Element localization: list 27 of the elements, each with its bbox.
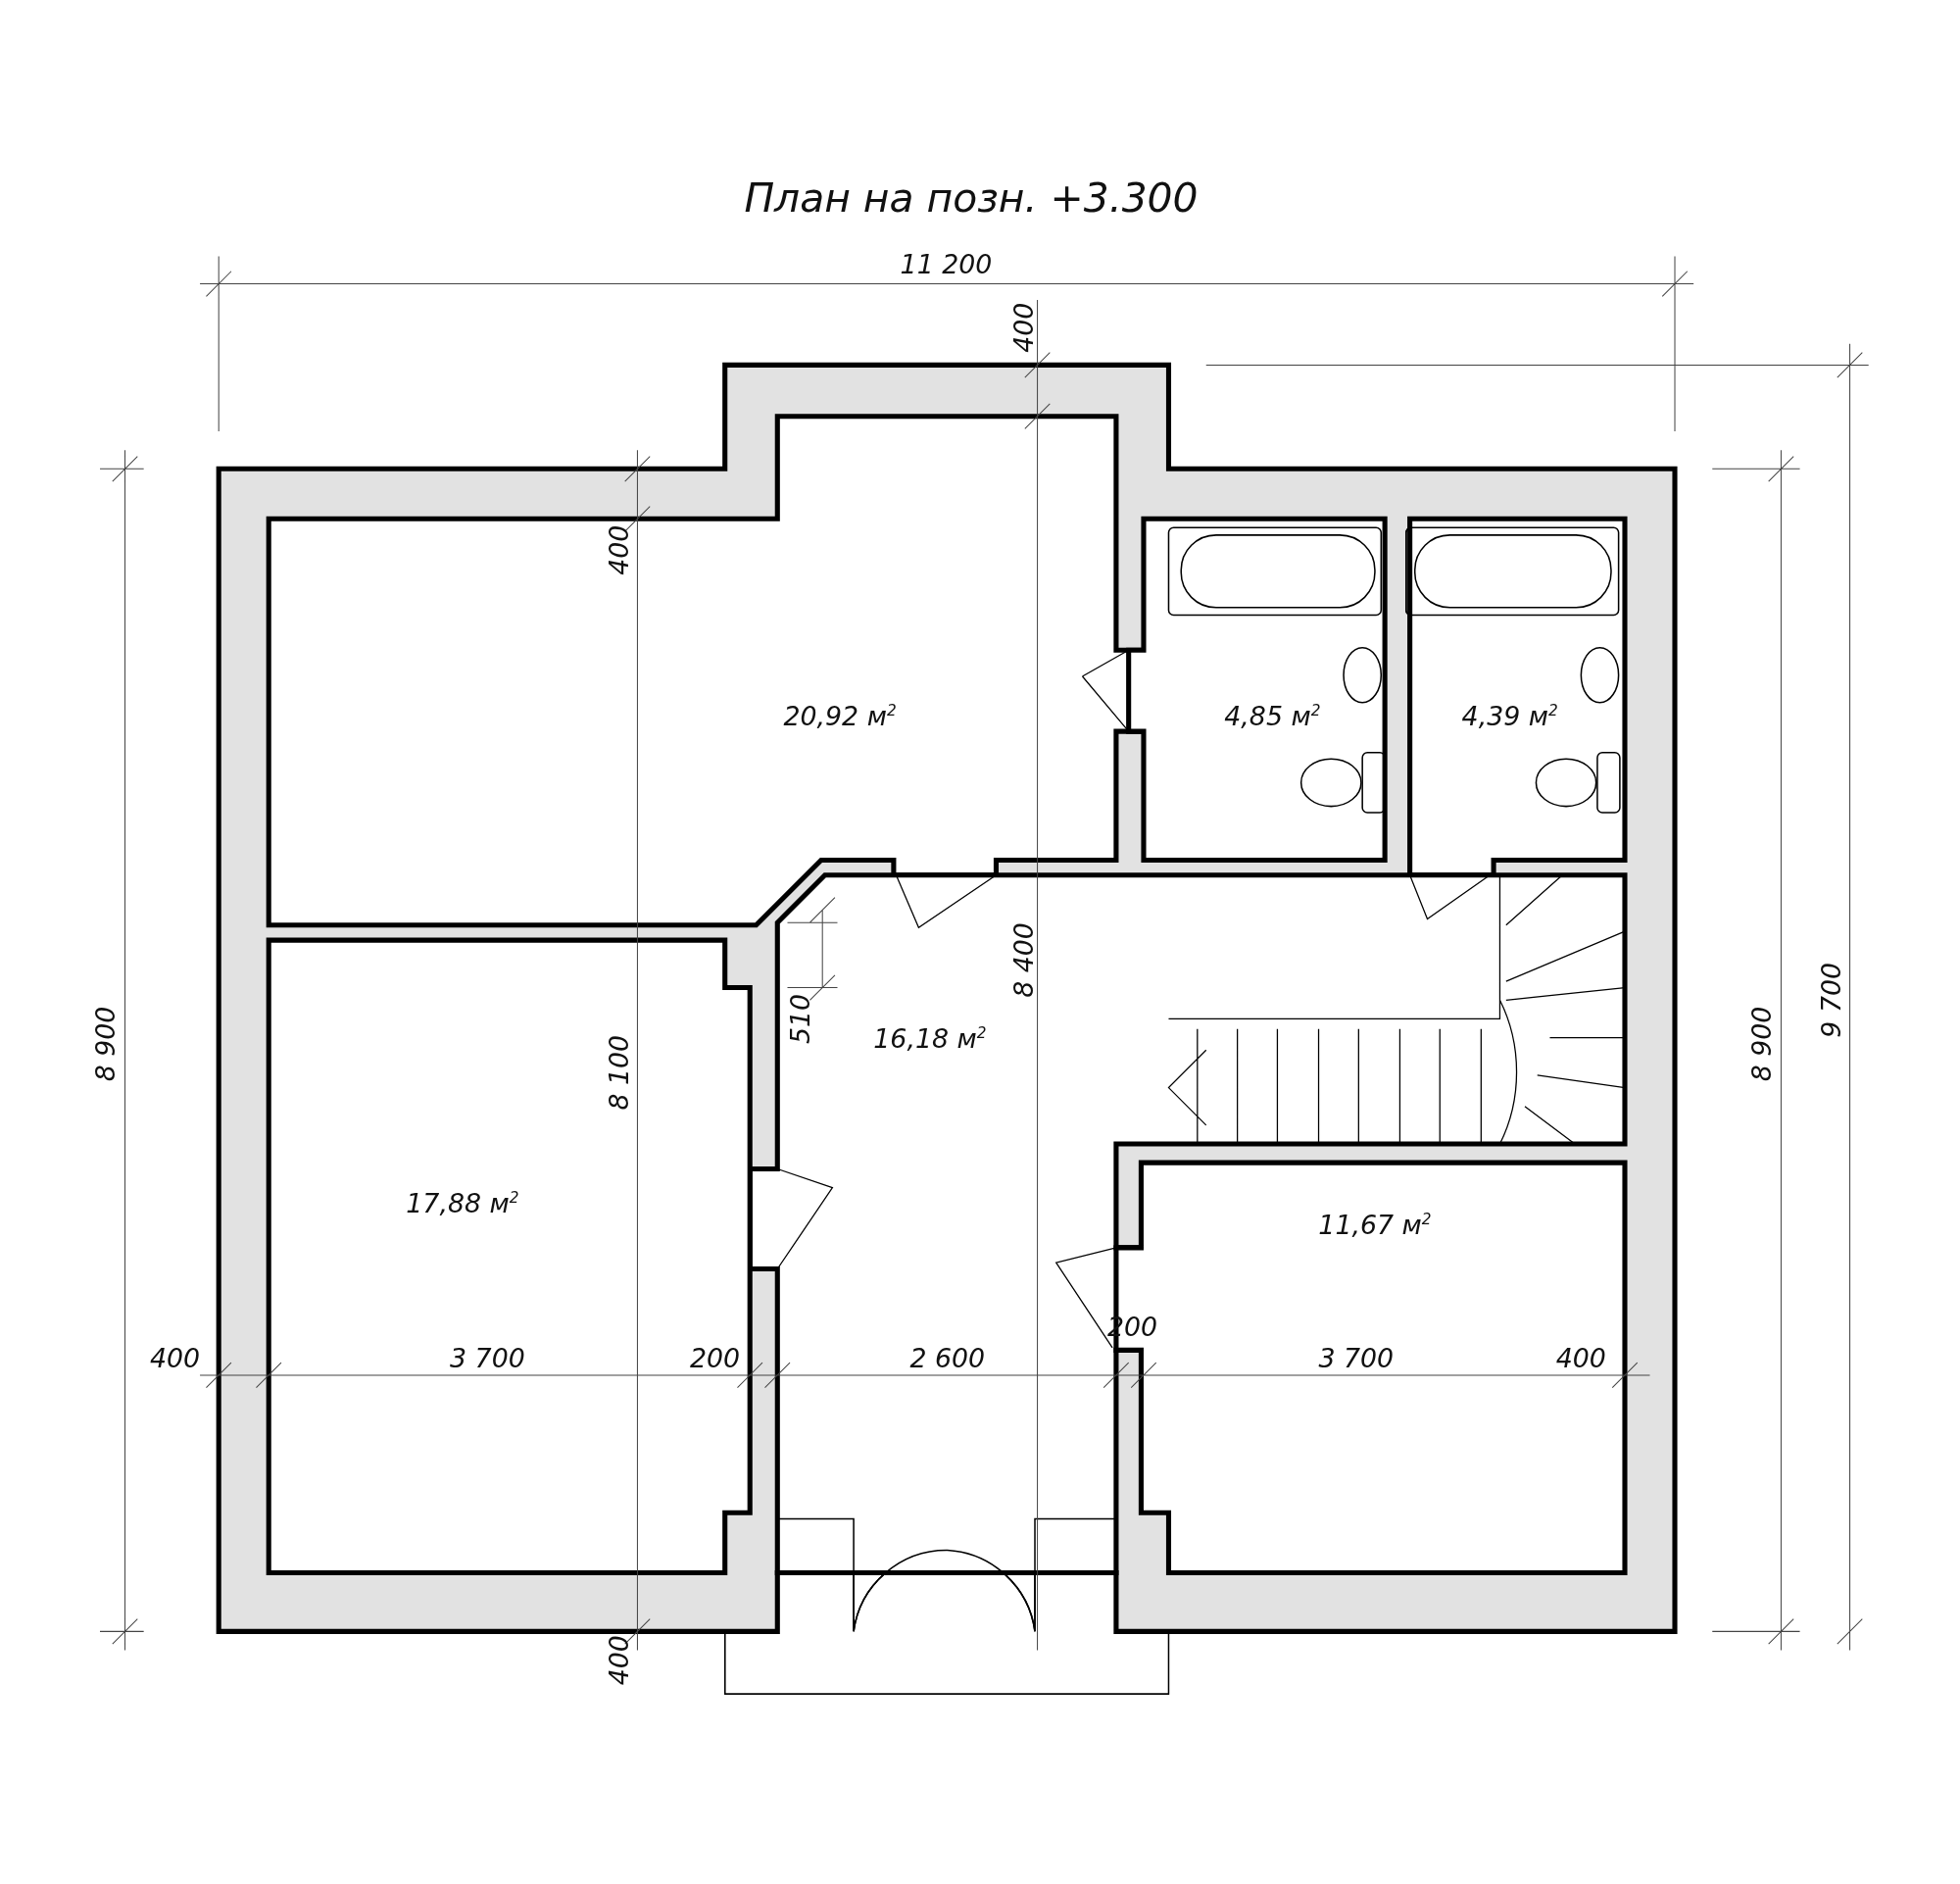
room-area: 20,92 м$^{2}$	[783, 702, 897, 730]
dimension-label: 8 100	[607, 1034, 633, 1111]
dimension-label: 8 400	[1011, 922, 1039, 998]
dimension-label: 3 700	[1318, 1345, 1395, 1372]
room-area: 17,88 м$^{2}$	[406, 1190, 519, 1218]
room	[750, 874, 1625, 1573]
dimension-label: 9 700	[1819, 962, 1846, 1038]
dimension-label: 2 600	[909, 1345, 986, 1372]
dimension-label: 3 700	[450, 1345, 525, 1372]
dimension-label: 8 900	[1748, 1006, 1776, 1082]
dimension-label: 510	[788, 993, 814, 1044]
dimension-label: 400	[607, 1635, 633, 1686]
plan-title: План на позн. +3.300	[744, 177, 1199, 218]
dimension-label: 200	[689, 1345, 741, 1372]
room-area: 16,18 м$^{2}$	[873, 1024, 987, 1053]
dimension-label: 11 200	[900, 252, 993, 278]
room	[1128, 519, 1386, 861]
dimension-label: 400	[150, 1345, 201, 1372]
dimension-label: 400	[1011, 302, 1039, 353]
dimension-label: 400	[1555, 1345, 1606, 1372]
room-area: 4,85 м$^{2}$	[1224, 702, 1321, 730]
room-area: 4,39 м$^{2}$	[1461, 702, 1558, 730]
room	[1409, 519, 1625, 875]
dimension-label: 400	[607, 524, 633, 575]
room-area: 11,67 м$^{2}$	[1318, 1211, 1432, 1239]
room	[269, 940, 751, 1573]
dimension-label: 8 900	[93, 1006, 120, 1082]
